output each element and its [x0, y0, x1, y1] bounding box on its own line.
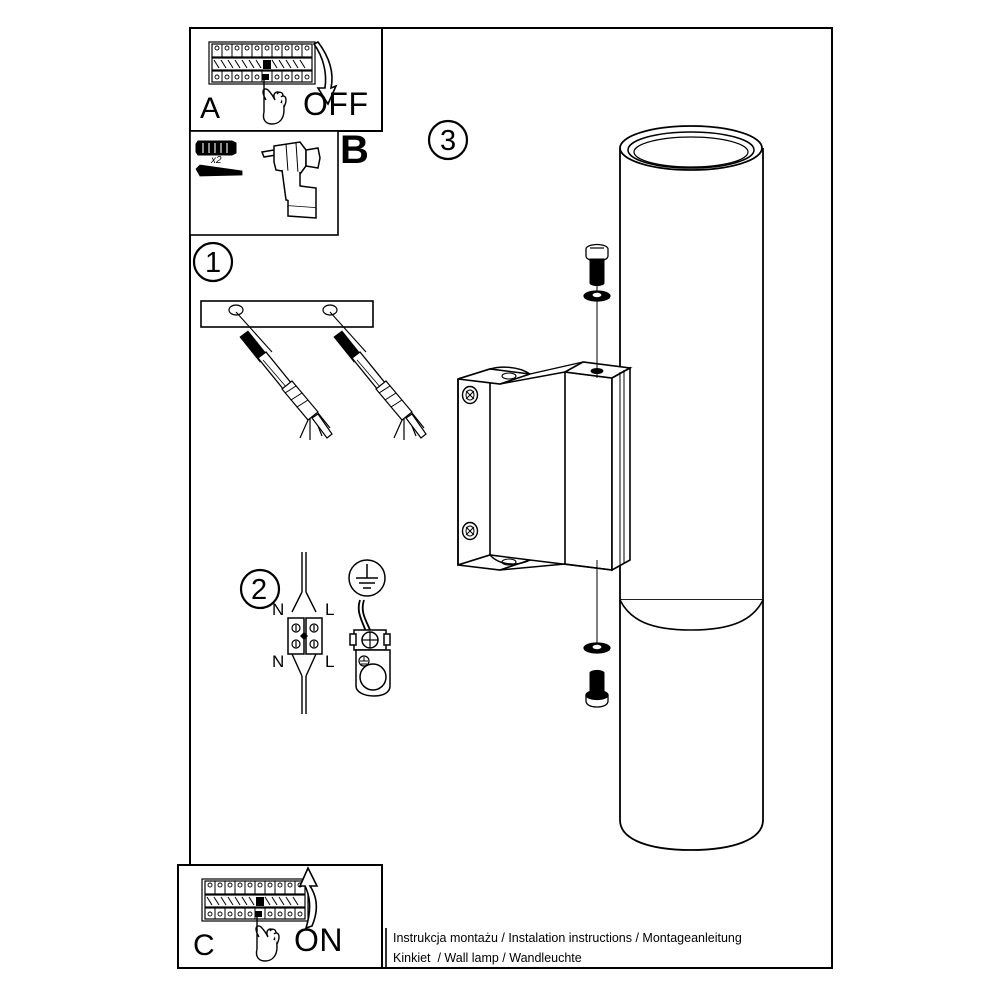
- screw-bottom: [585, 669, 609, 708]
- panel-c-action-label: ON: [294, 922, 343, 958]
- wall-plug-expanded-left: [281, 380, 333, 440]
- washer-top: [583, 290, 611, 302]
- mounting-plate: [200, 300, 374, 328]
- step-2-number: 2: [251, 574, 268, 606]
- hand-pointing-icon-a: [262, 80, 287, 125]
- step-1-number: 1: [205, 247, 222, 279]
- power-drill-icon: [260, 141, 321, 219]
- screw-top: [585, 243, 609, 287]
- arrow-down-icon-a: [312, 40, 338, 106]
- arrow-up-icon-c: [298, 866, 319, 930]
- lamp-screw-top-assembly: [583, 243, 611, 378]
- terminal-label-bottom-right: L: [325, 652, 335, 671]
- breaker-panel-icon-a: [208, 41, 316, 85]
- earth-terminal-block: [349, 599, 391, 697]
- screw-plug-assembly-left: [235, 311, 333, 440]
- terminal-label-bottom-left: N: [272, 652, 285, 671]
- panel-a-action-label: OFF: [303, 86, 369, 122]
- wall-bracket: [457, 361, 633, 572]
- washer-bottom: [583, 642, 611, 654]
- earth-ground-icon: [348, 559, 386, 597]
- panel-c-letter: C: [193, 929, 215, 962]
- step-3-marker: [427, 119, 469, 161]
- step-2-marker: [239, 568, 281, 610]
- terminal-label-top-right: L: [325, 600, 335, 619]
- screw-plug-assembly-right: [329, 311, 427, 440]
- panel-b-quantity: x2: [211, 155, 222, 166]
- step-1-marker: [192, 241, 234, 283]
- caption: Instrukcja montażu / Instalation instruc…: [393, 928, 793, 968]
- terminal-label-top-left: N: [272, 600, 285, 619]
- hand-pointing-icon-c: [255, 917, 280, 962]
- wiring-diagram: [287, 552, 323, 714]
- caption-line-2: Kinkiet / Wall lamp / Wandleuchte: [393, 951, 582, 965]
- bracket-screw-bottom: [461, 521, 479, 541]
- bracket-screw-top: [461, 385, 479, 405]
- panel-b-letter: B: [340, 128, 369, 172]
- lamp-screw-bottom-assembly: [583, 560, 611, 708]
- step-3-number: 3: [440, 125, 457, 157]
- screw-icon-b: [195, 164, 243, 177]
- breaker-panel-icon-c: [201, 878, 309, 922]
- wall-plug-icon: [195, 140, 237, 156]
- lamp-tube-upper: [619, 125, 764, 601]
- wall-plug-expanded-right: [375, 380, 427, 440]
- caption-line-1: Instrukcja montażu / Instalation instruc…: [393, 931, 742, 945]
- lamp-tube-lower: [619, 599, 764, 851]
- lamp-assembly: [457, 125, 764, 851]
- panel-a-letter: A: [200, 92, 221, 125]
